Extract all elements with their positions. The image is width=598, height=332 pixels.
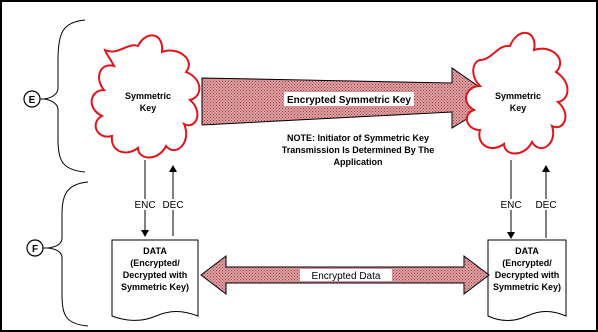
encrypted-key-label-bg (284, 92, 414, 106)
symmetric-key-right (465, 32, 569, 155)
note-line1: NOTE: Initiator of Symmetric Key (287, 133, 429, 143)
key-right-line2: Key (510, 103, 527, 113)
key-right-line1: Symmetric (495, 91, 541, 101)
encrypted-data-label-bg (300, 269, 392, 281)
enc-left-label: ENC (134, 200, 155, 211)
data-right-line4: Symmetric Key) (493, 282, 561, 292)
data-left-line3: Decrypted with (123, 270, 188, 280)
data-left-line2: (Encrypted/ (130, 258, 180, 268)
dec-right-label: DEC (535, 200, 556, 211)
data-right-line3: Decrypted with (495, 270, 560, 280)
brace-e (43, 19, 86, 173)
marker-e-label: E (29, 95, 36, 106)
data-left-line1: DATA (143, 246, 167, 256)
data-left-line4: Symmetric Key) (121, 282, 189, 292)
data-right-line2: (Encrypted/ (502, 258, 552, 268)
symmetric-key-left (90, 34, 201, 159)
key-left-line2: Key (140, 103, 157, 113)
note-line2: Transmission Is Determined By The (282, 145, 435, 155)
dec-left-label: DEC (162, 200, 183, 211)
marker-f: F (26, 239, 48, 257)
note-line3: Application (334, 157, 383, 167)
encrypted-data-label: Encrypted Data (312, 271, 381, 282)
key-left-line1: Symmetric (125, 91, 171, 101)
data-right-line1: DATA (515, 246, 539, 256)
data-document-right (487, 239, 567, 321)
marker-f-label: F (32, 244, 38, 255)
brace-f (47, 181, 89, 327)
encrypted-key-label: Encrypted Symmetric Key (287, 95, 411, 106)
data-document-left (111, 239, 199, 321)
marker-e: E (23, 90, 44, 108)
enc-right-label: ENC (500, 200, 521, 211)
